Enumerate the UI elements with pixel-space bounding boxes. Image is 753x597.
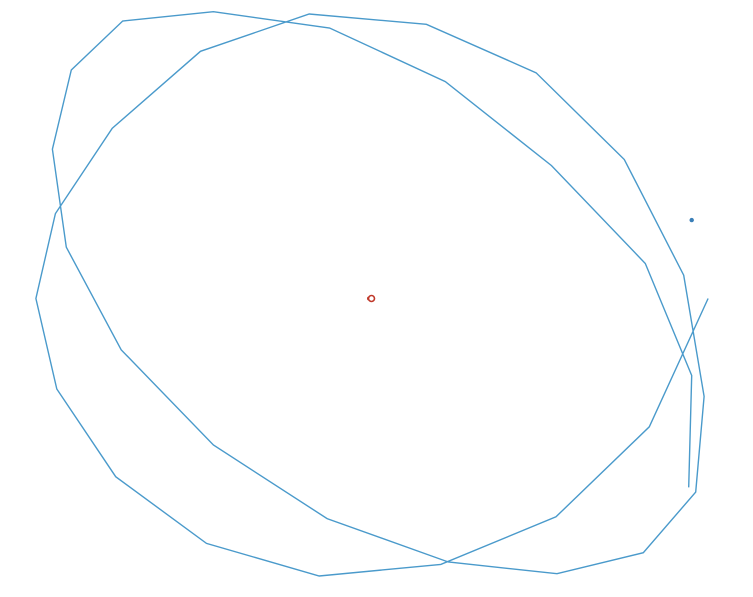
marker-layer: [367, 217, 694, 303]
center-ring-marker-2: [367, 294, 376, 303]
end-point-marker-0: [689, 217, 694, 223]
series-path-0: [35, 10, 709, 577]
series-layer: [35, 10, 709, 577]
